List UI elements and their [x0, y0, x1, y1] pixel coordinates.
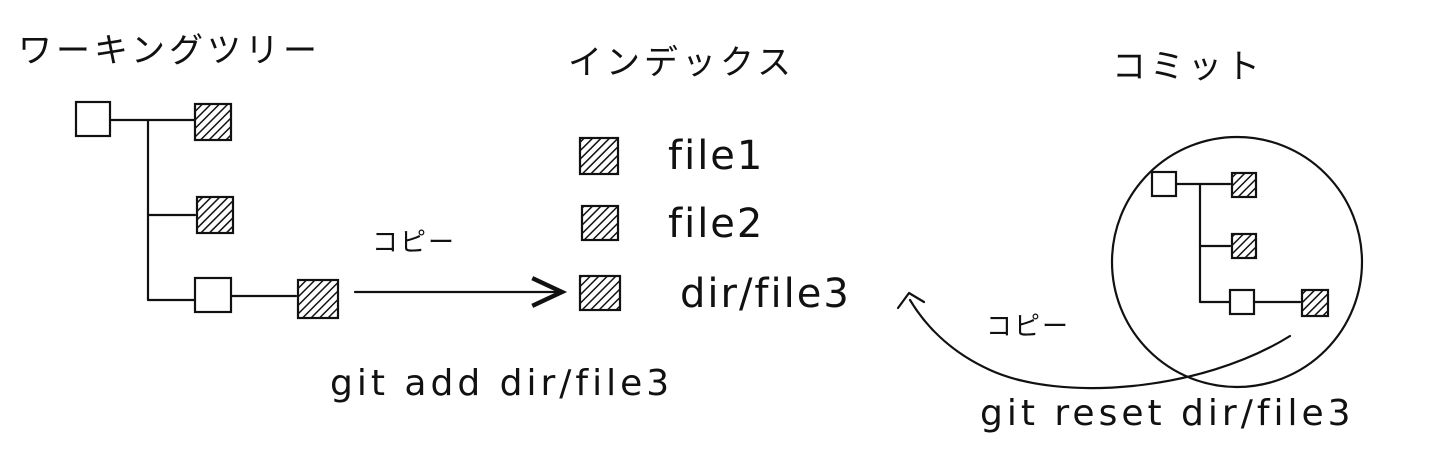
- reset-copy-arrow: [908, 298, 1292, 390]
- commit-diagram: [1110, 135, 1364, 389]
- file2-icon: [195, 195, 235, 235]
- file1-icon: [193, 102, 233, 142]
- index-file1-label: file1: [668, 133, 765, 179]
- commit-file2-icon: [1230, 232, 1258, 260]
- add-copy-label: コピー: [372, 228, 457, 258]
- index-title: インデックス: [568, 43, 795, 83]
- index-file2-label: file2: [668, 201, 765, 247]
- index-file3-label: dir/file3: [680, 271, 851, 317]
- commit-trunk: [1198, 182, 1232, 304]
- commit-file3-icon: [1300, 288, 1330, 318]
- file3-icon: [296, 278, 340, 320]
- commit-circle: [1110, 135, 1364, 389]
- working-tree-title: ワーキングツリー: [18, 31, 321, 71]
- commit-file1-icon: [1230, 171, 1258, 199]
- git-add-command: git add dir/file3: [330, 363, 674, 404]
- reset-copy-label: コピー: [986, 312, 1071, 342]
- root-folder-icon: [74, 100, 112, 138]
- index-file2-icon: [580, 204, 620, 242]
- commit-root-folder-icon: [1150, 170, 1178, 198]
- index-file1-icon: [578, 136, 620, 176]
- tree-trunk: [146, 118, 197, 302]
- working-tree-diagram: [74, 100, 340, 320]
- dir-folder-icon: [193, 276, 233, 314]
- git-reset-command: git reset dir/file3: [980, 393, 1355, 434]
- commit-dir-folder-icon: [1228, 288, 1256, 316]
- index-list: [578, 136, 622, 312]
- index-file3-icon: [578, 274, 622, 312]
- reset-arrowhead: [896, 291, 926, 310]
- commit-title: コミット: [1112, 47, 1264, 87]
